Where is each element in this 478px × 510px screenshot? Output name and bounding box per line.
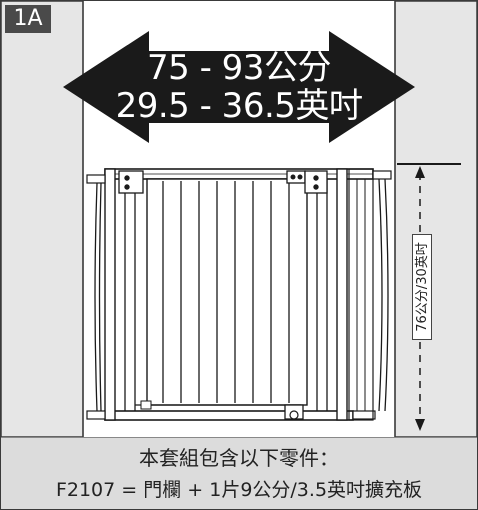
width-metric-label: 75 - 93公分 <box>147 48 331 88</box>
height-label: 76公分/30英吋 <box>412 234 432 340</box>
gate-installation-diagram <box>1 1 477 437</box>
height-dimension <box>415 166 425 431</box>
right-wall <box>394 1 477 437</box>
contents-footer: 本套組包含以下零件： F2107 = 門欄 + 1片9公分/3.5英吋擴充板 <box>1 437 477 509</box>
step-badge: 1A <box>5 5 51 33</box>
contents-heading: 本套組包含以下零件： <box>139 446 339 470</box>
width-arrow <box>63 31 415 143</box>
contents-parts: F2107 = 門欄 + 1片9公分/3.5英吋擴充板 <box>55 479 423 501</box>
width-imperial-label: 29.5 - 36.5英吋 <box>115 86 363 126</box>
safety-gate <box>86 168 392 421</box>
left-wall <box>1 1 84 437</box>
